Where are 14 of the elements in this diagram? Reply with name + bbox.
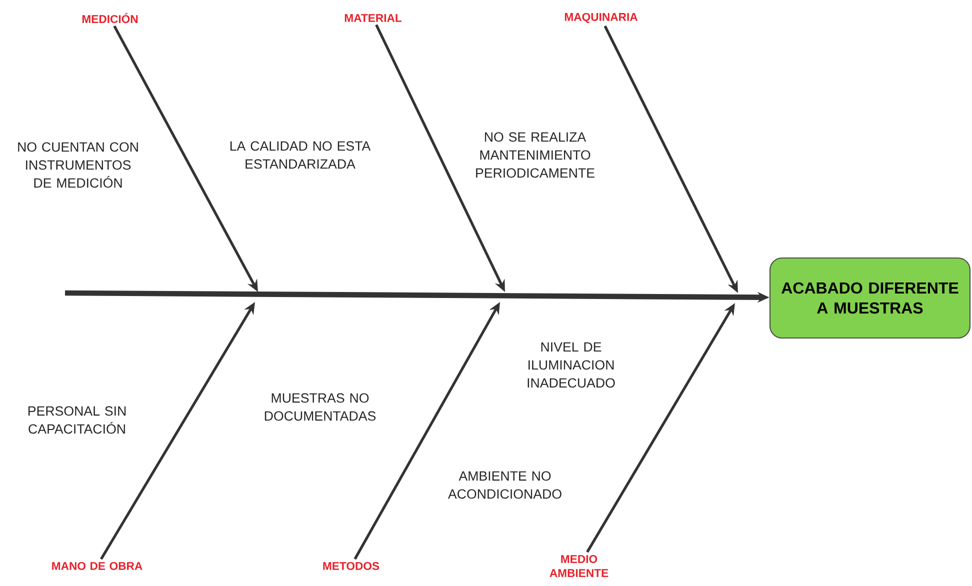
category-label: MEDICIÓN bbox=[82, 12, 138, 24]
cause-text: NO SE REALIZA MANTENIMIENTO PERIODICAMENTE bbox=[476, 132, 594, 178]
category-label: MEDIO AMBIENTE bbox=[550, 555, 608, 577]
cause-text: NO CUENTAN CON INSTRUMENTOS DE MEDICIÓN bbox=[18, 142, 138, 188]
effect-box: ACABADO DIFERENTE A MUESTRAS bbox=[769, 257, 971, 339]
cause-text: AMBIENTE NO ACONDICIONADO bbox=[448, 471, 562, 499]
category-label: MANO DE OBRA bbox=[52, 562, 142, 570]
category-label: MAQUINARIA bbox=[564, 12, 638, 24]
cause-text: NIVEL DE ILUMINACION INADECUADO bbox=[528, 342, 615, 388]
cause-text: LA CALIDAD NO ESTA ESTANDARIZADA bbox=[230, 141, 371, 169]
cause-text: PERSONAL SIN CAPACITACIÓN bbox=[28, 406, 126, 434]
cause-text: MUESTRAS NO DOCUMENTADAS bbox=[264, 393, 376, 421]
category-label: MATERIAL bbox=[344, 14, 402, 22]
category-label: METODOS bbox=[323, 562, 380, 570]
